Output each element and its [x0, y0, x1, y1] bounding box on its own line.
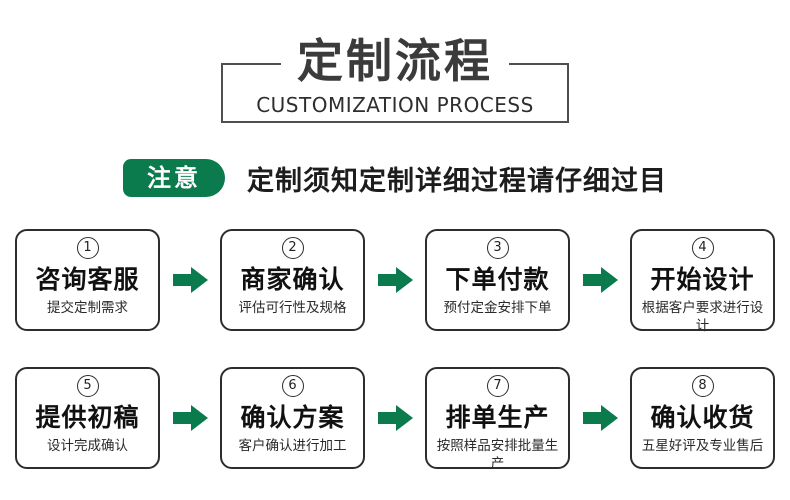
- step-description: 按照样品安排批量生产: [436, 437, 559, 472]
- step-number-circle: 5: [76, 374, 99, 397]
- step-title: 排单生产: [445, 402, 550, 432]
- step-description: 预付定金安排下单: [443, 299, 552, 316]
- step-title: 开始设计: [650, 264, 755, 294]
- arrow-right-icon: [582, 405, 618, 431]
- step-number-circle: 6: [281, 374, 304, 397]
- step-number: 5: [83, 378, 92, 393]
- step-description: 提交定制需求: [47, 299, 128, 316]
- step-number: 3: [493, 240, 502, 255]
- arrow-right-icon: [172, 267, 208, 293]
- arrow-cell: [160, 267, 220, 293]
- steps-row-1: 1 咨询客服 提交定制需求 2 商家确认 评估可行性及规格 3 下单付款 预付定…: [0, 229, 790, 334]
- arrow-right-icon: [582, 267, 618, 293]
- step-description: 五星好评及专业售后: [641, 437, 764, 454]
- step-number-circle: 7: [486, 374, 509, 397]
- step-number-circle: 8: [691, 374, 714, 397]
- step-number: 6: [288, 378, 297, 393]
- step-number: 1: [83, 240, 92, 255]
- step-number: 2: [288, 240, 297, 255]
- step-number: 7: [493, 378, 502, 393]
- title-block: 定制流程 CUSTOMIZATION PROCESS: [0, 35, 790, 123]
- step-title: 咨询客服: [35, 264, 140, 294]
- step-description: 根据客户要求进行设计: [641, 299, 764, 334]
- arrow-right-icon: [377, 405, 413, 431]
- arrow-right-icon: [172, 405, 208, 431]
- step-title: 确认方案: [240, 402, 345, 432]
- step-title: 商家确认: [240, 264, 345, 294]
- step-title: 确认收货: [650, 402, 755, 432]
- arrow-cell: [365, 267, 425, 293]
- steps-row-2: 5 提供初稿 设计完成确认 6 确认方案 客户确认进行加工 7 排单生产 按照样…: [0, 367, 790, 472]
- step-card-4: 4 开始设计 根据客户要求进行设计: [630, 229, 775, 334]
- title-frame: 定制流程 CUSTOMIZATION PROCESS: [221, 35, 569, 123]
- step-description: 客户确认进行加工: [238, 437, 347, 454]
- notice-text: 定制须知定制详细过程请仔细过目: [247, 165, 667, 197]
- arrow-cell: [365, 405, 425, 431]
- notice-row: 注意 定制须知定制详细过程请仔细过目: [0, 159, 790, 197]
- step-description: 评估可行性及规格: [238, 299, 347, 316]
- arrow-cell: [570, 405, 630, 431]
- step-title: 下单付款: [445, 264, 550, 294]
- step-number: 4: [698, 240, 707, 255]
- step-card-7: 7 排单生产 按照样品安排批量生产: [425, 367, 570, 472]
- step-card-3: 3 下单付款 预付定金安排下单: [425, 229, 570, 331]
- step-card-1: 1 咨询客服 提交定制需求: [15, 229, 160, 331]
- step-number-circle: 1: [76, 236, 99, 259]
- step-number: 8: [698, 378, 707, 393]
- step-card-2: 2 商家确认 评估可行性及规格: [220, 229, 365, 331]
- step-number-circle: 2: [281, 236, 304, 259]
- arrow-cell: [570, 267, 630, 293]
- step-title: 提供初稿: [35, 402, 140, 432]
- step-number-circle: 3: [486, 236, 509, 259]
- arrow-right-icon: [377, 267, 413, 293]
- step-number-circle: 4: [691, 236, 714, 259]
- notice-badge: 注意: [123, 159, 225, 197]
- page-title: 定制流程: [281, 35, 509, 88]
- step-description: 设计完成确认: [47, 437, 128, 454]
- page-subtitle: CUSTOMIZATION PROCESS: [256, 93, 534, 117]
- step-card-8: 8 确认收货 五星好评及专业售后: [630, 367, 775, 469]
- step-card-6: 6 确认方案 客户确认进行加工: [220, 367, 365, 469]
- step-card-5: 5 提供初稿 设计完成确认: [15, 367, 160, 469]
- arrow-cell: [160, 405, 220, 431]
